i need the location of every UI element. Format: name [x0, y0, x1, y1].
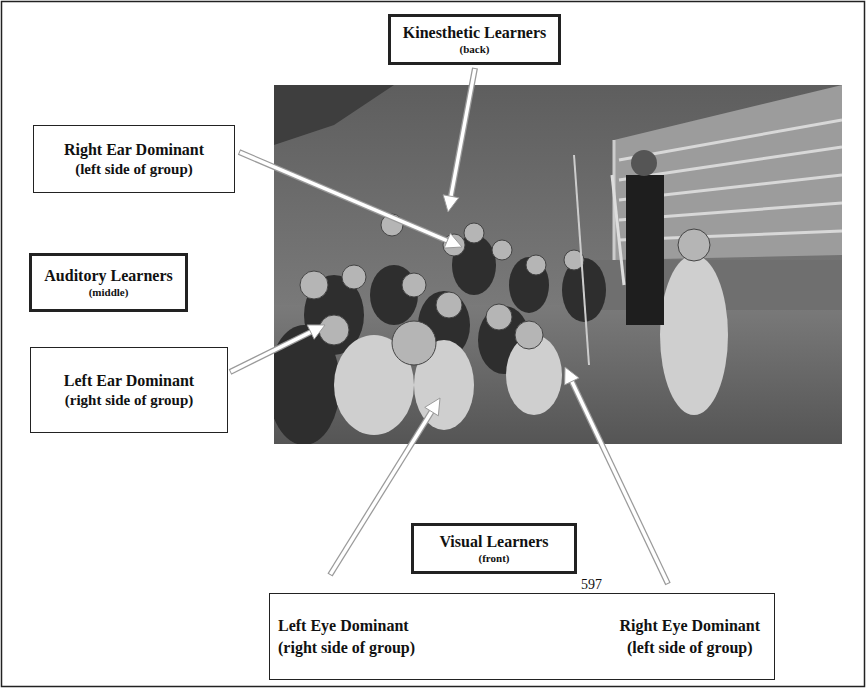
box-heading: Auditory Learners — [44, 266, 172, 285]
box-heading: Kinesthetic Learners — [403, 23, 547, 42]
arrow-head — [307, 325, 325, 339]
leader-line — [240, 152, 448, 241]
leader-line — [231, 332, 312, 372]
box-subtext: (back) — [460, 43, 490, 56]
text-column: Auditory Learners(middle) — [44, 266, 172, 298]
arrow-head — [444, 233, 462, 248]
box-heading: Left Ear Dominant — [64, 371, 194, 390]
text-column: Left Eye Dominant (right side of group) — [278, 616, 415, 656]
text-column: Right Ear Dominant(left side of group) — [64, 140, 204, 177]
detail-box: Left Ear Dominant(right side of group) — [30, 347, 228, 433]
arrow-head — [425, 398, 440, 416]
box-subtext: (front) — [479, 552, 510, 565]
box-heading: Left Eye Dominant — [278, 616, 409, 635]
team-photo — [274, 85, 842, 444]
text-column: Left Ear Dominant(right side of group) — [64, 371, 194, 408]
page-number: 597 — [580, 577, 603, 593]
text-column: Visual Learners(front) — [439, 532, 548, 564]
box-subtext: (left side of group) — [75, 160, 193, 178]
box-subtext: (middle) — [89, 286, 129, 299]
text-column: Kinesthetic Learners(back) — [403, 23, 547, 55]
box-subtext: Right Eye Dominant — [620, 616, 760, 635]
leader-line — [239, 152, 447, 241]
box-subtext: (right side of group) — [278, 638, 415, 657]
box-subtext: (right side of group) — [65, 391, 193, 409]
category-box: Auditory Learners(middle) — [29, 253, 187, 312]
category-box: Kinesthetic Learners(back) — [388, 14, 562, 64]
text-column: Right Eye Dominant (left side of group) — [620, 616, 760, 656]
leader-line — [230, 332, 311, 372]
arrow-head — [443, 195, 459, 212]
leader-line — [451, 69, 475, 197]
category-box: Visual Learners(front) — [411, 523, 577, 574]
leader-line — [572, 381, 668, 584]
detail-box: Left Eye Dominant (right side of group) Ri… — [269, 593, 775, 680]
leader-line — [451, 68, 475, 196]
box-heading: Visual Learners — [439, 532, 548, 551]
leader-line — [571, 381, 667, 584]
arrow-head — [565, 367, 579, 385]
detail-box: Right Ear Dominant(left side of group) — [33, 125, 235, 193]
box-subtext: (left side of group) — [627, 638, 752, 657]
box-heading: Right Ear Dominant — [64, 140, 204, 159]
